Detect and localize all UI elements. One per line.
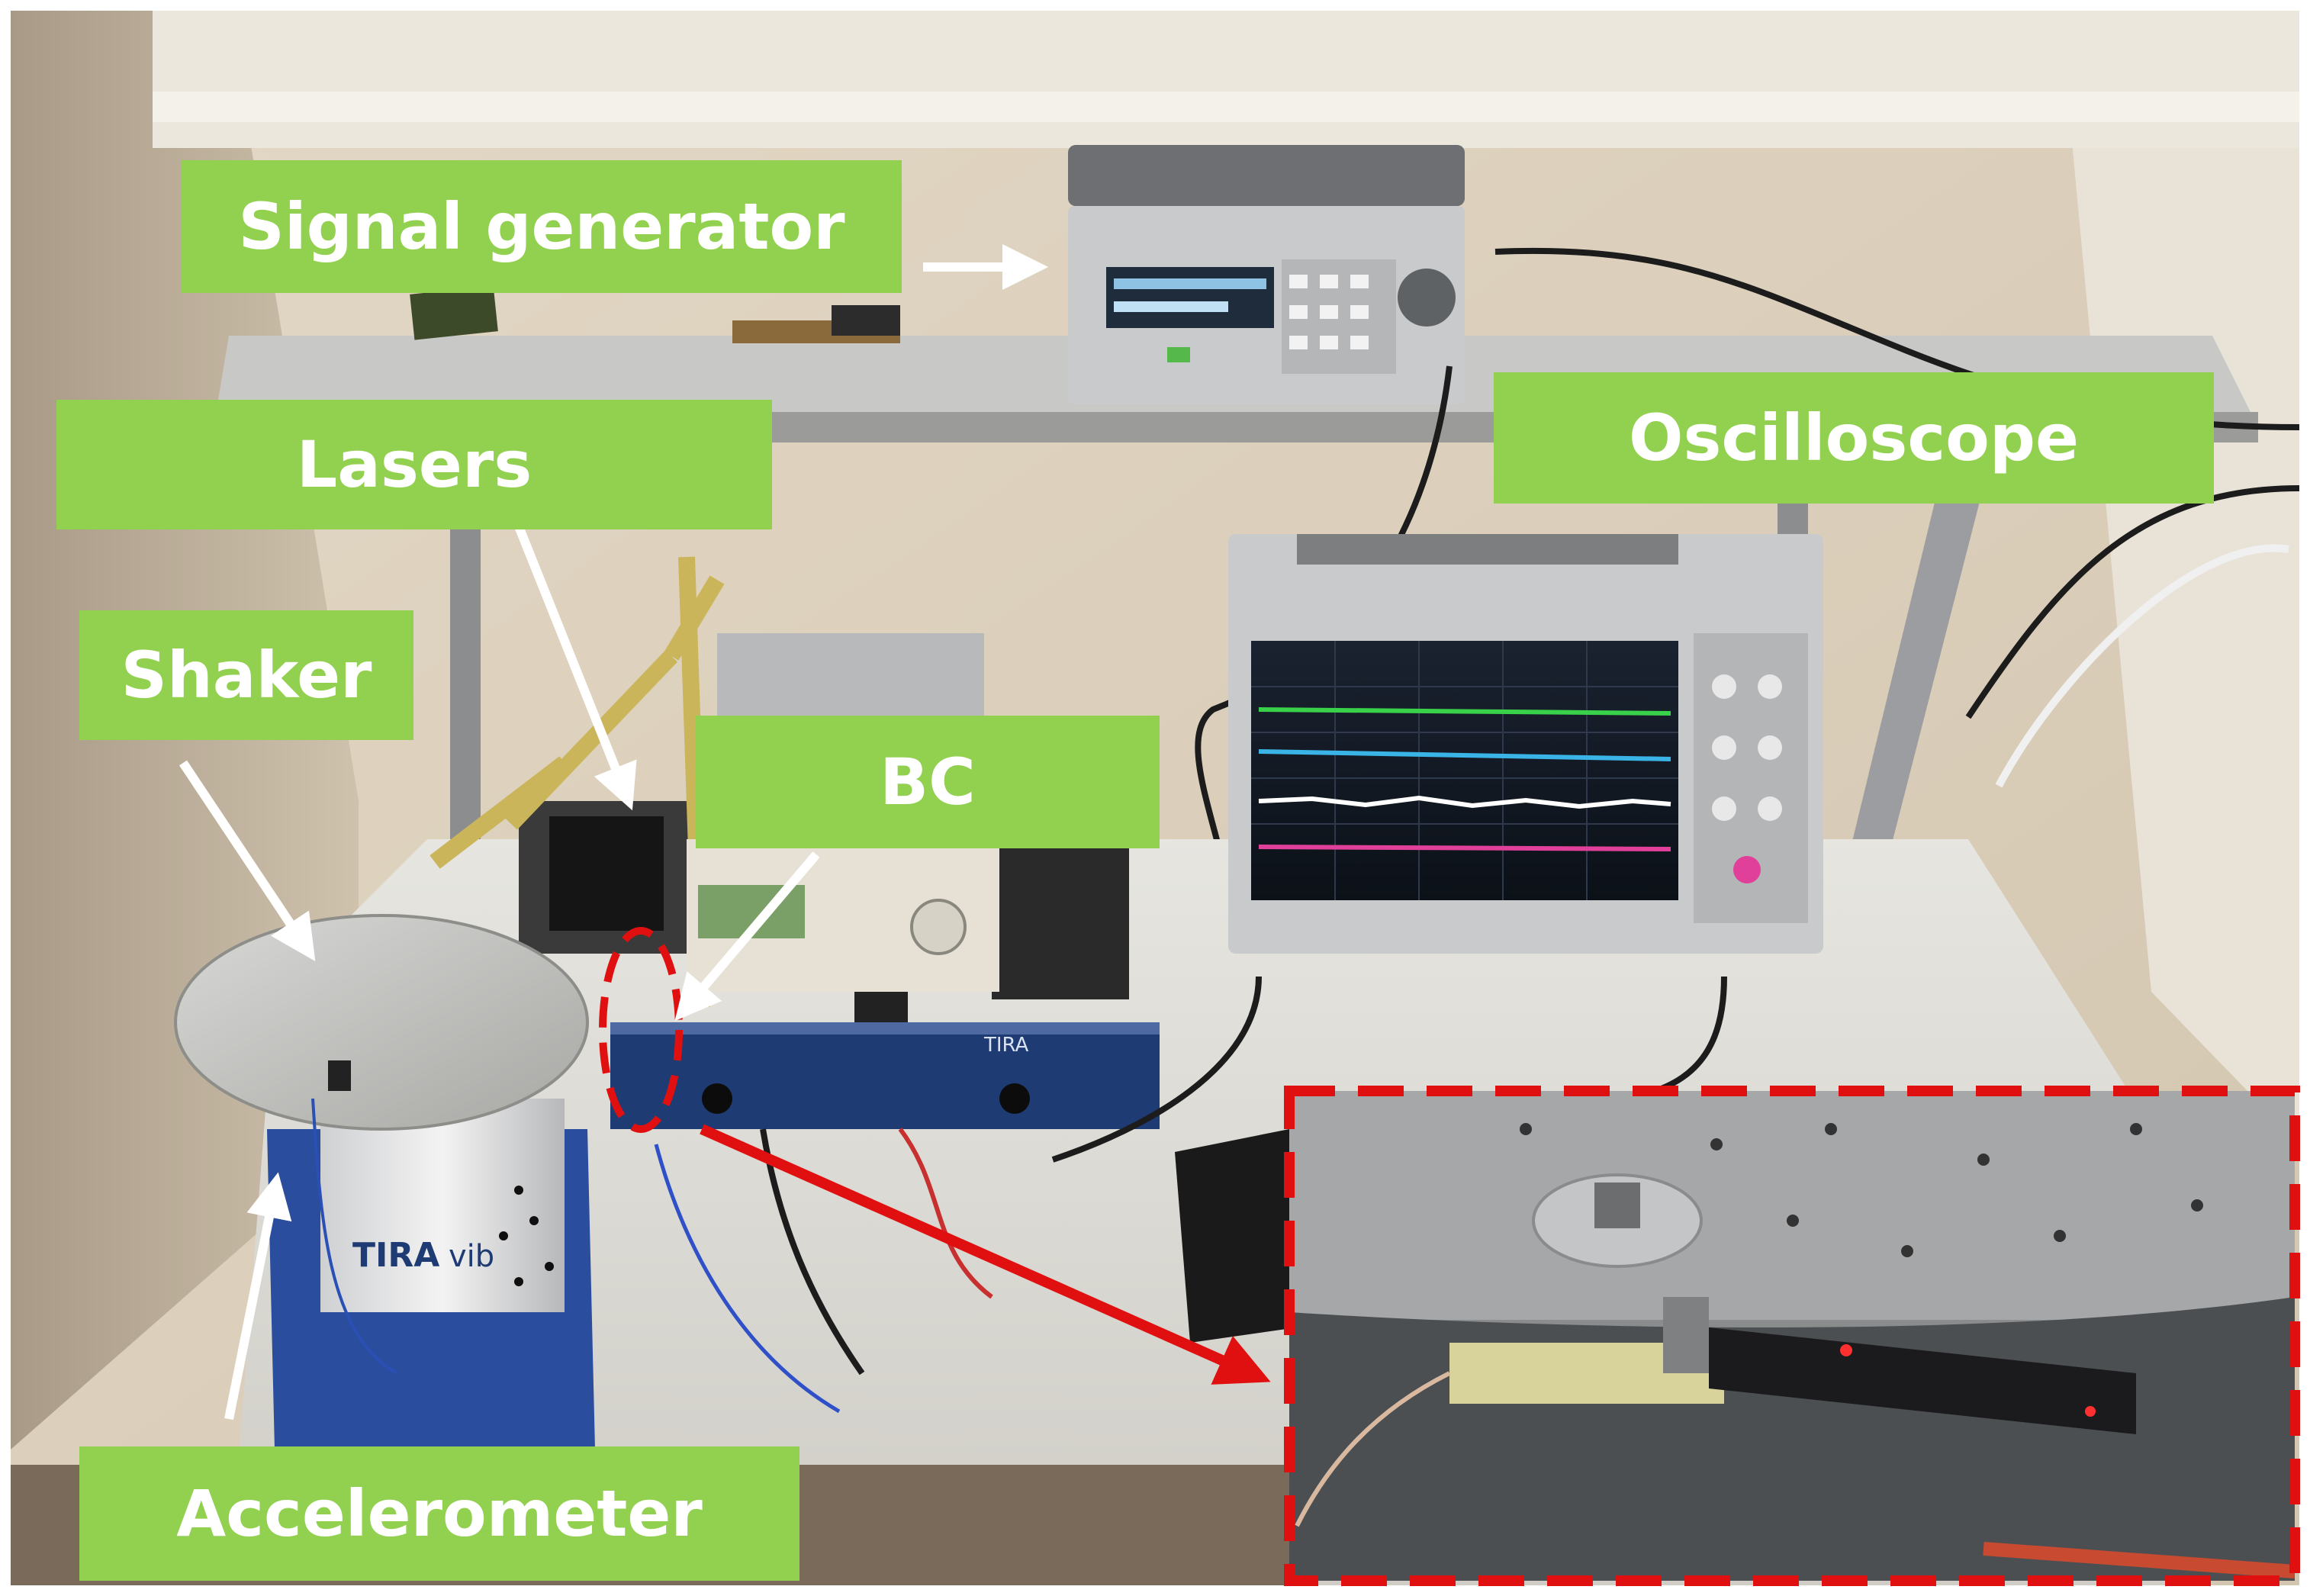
label-signal-generator: Signal generator	[182, 160, 902, 293]
label-accelerometer: Accelerometer	[79, 1446, 799, 1581]
amplifier-brand-text: TIRA	[983, 1034, 1029, 1057]
label-lasers: Lasers	[56, 400, 772, 529]
shaker-brand-text: TIRA	[352, 1236, 439, 1275]
label-shaker: Shaker	[79, 610, 413, 740]
label-oscilloscope: Oscilloscope	[1494, 372, 2214, 504]
label-bc: BC	[696, 716, 1160, 848]
shaker-brand-suffix-text: vib	[449, 1239, 494, 1274]
